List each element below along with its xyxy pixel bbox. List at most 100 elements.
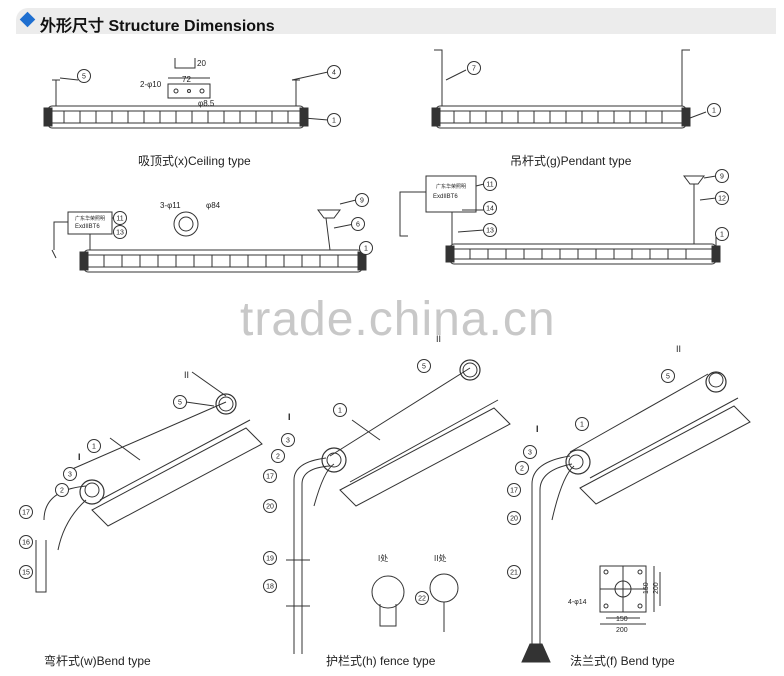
callout-11-10: 11 bbox=[483, 177, 497, 191]
callout-1-4: 1 bbox=[707, 103, 721, 117]
callout-number: 15 bbox=[22, 570, 30, 577]
callout-7-3: 7 bbox=[467, 61, 481, 75]
callout-circle bbox=[173, 395, 187, 409]
callout-circle bbox=[271, 449, 285, 463]
callout-circle bbox=[19, 505, 33, 519]
callout-3-34: 3 bbox=[523, 445, 537, 459]
caption-fence: 护栏式(h) fence type bbox=[326, 654, 436, 668]
callout-1-2: 1 bbox=[327, 113, 341, 127]
callout-13-6: 13 bbox=[113, 225, 127, 239]
callout-2-35: 2 bbox=[515, 461, 529, 475]
callout-circle bbox=[327, 65, 341, 79]
callout-17-27: 17 bbox=[263, 469, 277, 483]
callout-circle bbox=[359, 241, 373, 255]
box2-label-1: 广东华荣照明 bbox=[436, 183, 466, 190]
callout-number: 11 bbox=[486, 182, 493, 189]
callout-circle bbox=[507, 511, 521, 525]
callout-circle bbox=[715, 169, 729, 183]
ceiling-holes-label: 2-φ10 bbox=[140, 80, 162, 89]
callout-circle bbox=[333, 403, 347, 417]
callout-number: 2 bbox=[276, 454, 280, 461]
callout-number: 1 bbox=[580, 422, 584, 429]
callout-number: 1 bbox=[712, 108, 716, 115]
callout-number: 17 bbox=[266, 474, 274, 481]
callout-5-33: 5 bbox=[661, 369, 675, 383]
callout-circle bbox=[113, 211, 127, 225]
callout-number: 3 bbox=[528, 450, 532, 457]
marker-II-flange: II bbox=[676, 344, 681, 354]
callout-20-37: 20 bbox=[507, 511, 521, 525]
callout-1-15: 1 bbox=[715, 227, 729, 241]
callout-17-20: 17 bbox=[19, 505, 33, 519]
callout-number: 7 bbox=[472, 66, 476, 73]
callout-1-9: 1 bbox=[359, 241, 373, 255]
marker-I-bend: I bbox=[78, 452, 81, 462]
callout-5-16: 5 bbox=[173, 395, 187, 409]
callout-circle bbox=[707, 103, 721, 117]
ceiling-type-figure bbox=[43, 58, 329, 129]
callout-circle bbox=[467, 61, 481, 75]
callout-circle bbox=[515, 461, 529, 475]
callout-6-8: 6 bbox=[351, 217, 365, 231]
marker-I-fence: I bbox=[288, 412, 291, 422]
mount-holes-label: 3-φ11 bbox=[160, 201, 181, 210]
flange-outer-height: 200 bbox=[653, 582, 660, 594]
callout-circle bbox=[19, 565, 33, 579]
callout-number: 5 bbox=[666, 374, 670, 381]
callout-circle bbox=[715, 191, 729, 205]
callout-circle bbox=[263, 579, 277, 593]
callout-number: 1 bbox=[338, 408, 342, 415]
callout-1-17: 1 bbox=[87, 439, 101, 453]
callout-2-19: 2 bbox=[55, 483, 69, 497]
callout-13-12: 13 bbox=[483, 223, 497, 237]
pendant-box-figure bbox=[399, 175, 721, 265]
box-label-2: ExdIIBT6 bbox=[75, 224, 100, 230]
watermark: trade.china.cn bbox=[240, 293, 556, 346]
flange-holes-label: 4-φ14 bbox=[568, 599, 587, 606]
callout-circle bbox=[281, 433, 295, 447]
pendant-type-figure bbox=[431, 49, 707, 129]
callout-number: 2 bbox=[60, 488, 64, 495]
callout-3-18: 3 bbox=[63, 467, 77, 481]
callout-number: 13 bbox=[486, 228, 494, 235]
callout-number: 4 bbox=[332, 70, 336, 77]
section-header: 外形尺寸 Structure Dimensions bbox=[16, 8, 776, 35]
caption-bend: 弯杆式(w)Bend type bbox=[44, 654, 151, 668]
callout-5-0: 5 bbox=[77, 69, 91, 83]
callout-circle bbox=[19, 535, 33, 549]
callout-18-30: 18 bbox=[263, 579, 277, 593]
callout-number: 17 bbox=[510, 488, 518, 495]
callout-circle bbox=[263, 551, 277, 565]
bend-type-figure bbox=[35, 371, 263, 593]
callout-number: 11 bbox=[116, 216, 123, 223]
callout-number: 9 bbox=[360, 198, 364, 205]
flange-outer-width: 200 bbox=[616, 627, 628, 634]
box2-label-2: ExdIIBT6 bbox=[433, 194, 458, 200]
callout-number: 16 bbox=[22, 540, 30, 547]
callout-1-23: 1 bbox=[333, 403, 347, 417]
ceiling-slot-label: φ8.5 bbox=[198, 99, 215, 108]
callout-9-13: 9 bbox=[715, 169, 729, 183]
callout-circle bbox=[355, 193, 369, 207]
caption-pendant: 吊杆式(g)Pendant type bbox=[510, 154, 632, 168]
callout-number: 1 bbox=[720, 232, 724, 239]
callout-16-21: 16 bbox=[19, 535, 33, 549]
callout-circle bbox=[113, 225, 127, 239]
callout-14-11: 14 bbox=[483, 201, 497, 215]
fence-type-figure bbox=[286, 359, 511, 654]
callout-9-7: 9 bbox=[355, 193, 369, 207]
callout-number: 9 bbox=[720, 174, 724, 181]
callout-circle bbox=[263, 499, 277, 513]
flange-inner-height: 150 bbox=[643, 582, 650, 594]
marker-I-flange: I bbox=[536, 424, 539, 434]
callout-15-22: 15 bbox=[19, 565, 33, 579]
callout-number: 13 bbox=[116, 230, 124, 237]
callout-number: 3 bbox=[68, 472, 72, 479]
caption-flange: 法兰式(f) Bend type bbox=[570, 654, 675, 668]
callout-number: 2 bbox=[520, 466, 524, 473]
callout-number: 22 bbox=[418, 596, 426, 603]
callout-circle bbox=[415, 591, 429, 605]
marker-II-fence: II bbox=[436, 334, 441, 344]
caption-ceiling: 吸顶式(x)Ceiling type bbox=[138, 154, 251, 168]
